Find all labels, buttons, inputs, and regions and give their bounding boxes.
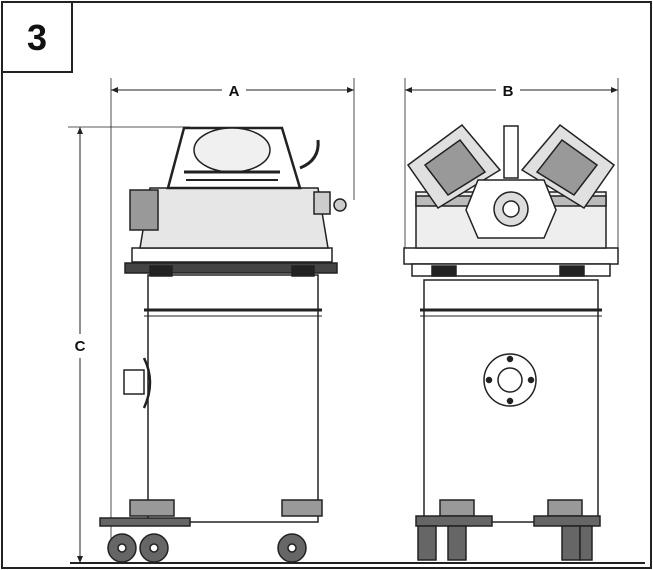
step-number: 3 xyxy=(27,17,47,58)
vacuum-side-view xyxy=(99,126,347,563)
dimension-b: B xyxy=(404,78,619,250)
dimension-c-label: C xyxy=(75,338,86,355)
dimension-a: A xyxy=(110,78,355,545)
step-number-box xyxy=(1,1,73,73)
dimension-c: C xyxy=(68,126,190,563)
dimension-a-label: A xyxy=(229,83,240,100)
dimension-b-label: B xyxy=(503,83,514,100)
side-tank xyxy=(147,274,319,523)
vacuum-front-view xyxy=(403,123,619,561)
side-inlet xyxy=(123,369,145,395)
